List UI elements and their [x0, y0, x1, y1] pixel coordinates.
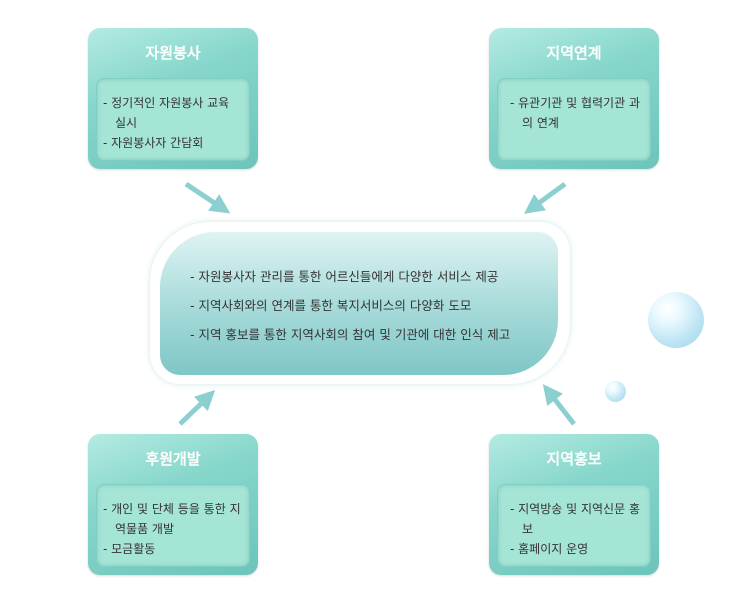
list-item: - 유관기관 및 협력기관 과의 연계 [510, 96, 640, 130]
box-sponsorship: 후원개발 - 개인 및 단체 등을 통한 지역물품 개발 - 모금활동 [88, 434, 258, 575]
box-panel: - 정기적인 자원봉사 교육 실시 - 자원봉사자 간담회 [96, 78, 250, 161]
goal-item: - 지역사회와의 연계를 통한 복지서비스의 다양화 도모 [190, 298, 472, 313]
bubble-small-icon [605, 381, 626, 402]
arrow-bottom-left [178, 390, 216, 426]
list-item: - 모금활동 [103, 542, 156, 556]
list-item: - 자원봉사자 간담회 [103, 136, 204, 150]
list-item: - 지역방송 및 지역신문 홍보 [510, 502, 640, 536]
arrow-bottom-right [542, 384, 576, 426]
box-volunteer: 자원봉사 - 정기적인 자원봉사 교육 실시 - 자원봉사자 간담회 [88, 28, 258, 169]
box-title: 후원개발 [145, 450, 201, 468]
box-title: 지역홍보 [546, 450, 602, 468]
goal-item: - 자원봉사자 관리를 통한 어르신들에게 다양한 서비스 제공 [190, 269, 499, 284]
bubble-large-icon [648, 292, 704, 348]
box-panel: - 개인 및 단체 등을 통한 지역물품 개발 - 모금활동 [96, 484, 250, 567]
box-regional-link: 지역연계 - 유관기관 및 협력기관 과의 연계 [489, 28, 659, 169]
box-title: 지역연계 [546, 44, 602, 62]
arrow-top-right [523, 181, 567, 214]
box-panel: - 지역방송 및 지역신문 홍보 - 홈페이지 운영 [497, 484, 651, 567]
list-item: - 정기적인 자원봉사 교육 실시 [103, 96, 230, 130]
list-item: - 홈페이지 운영 [510, 542, 589, 556]
goal-item: - 지역 홍보를 통한 지역사회의 참여 및 기관에 대한 인식 제고 [190, 327, 511, 342]
center-goals: - 자원봉사자 관리를 통한 어르신들에게 다양한 서비스 제공 - 지역사회와… [160, 232, 558, 375]
arrow-top-left [184, 181, 231, 214]
box-regional-pr: 지역홍보 - 지역방송 및 지역신문 홍보 - 홈페이지 운영 [489, 434, 659, 575]
box-panel: - 유관기관 및 협력기관 과의 연계 [497, 78, 651, 161]
box-title: 자원봉사 [145, 44, 201, 62]
list-item: - 개인 및 단체 등을 통한 지역물품 개발 [103, 502, 241, 536]
